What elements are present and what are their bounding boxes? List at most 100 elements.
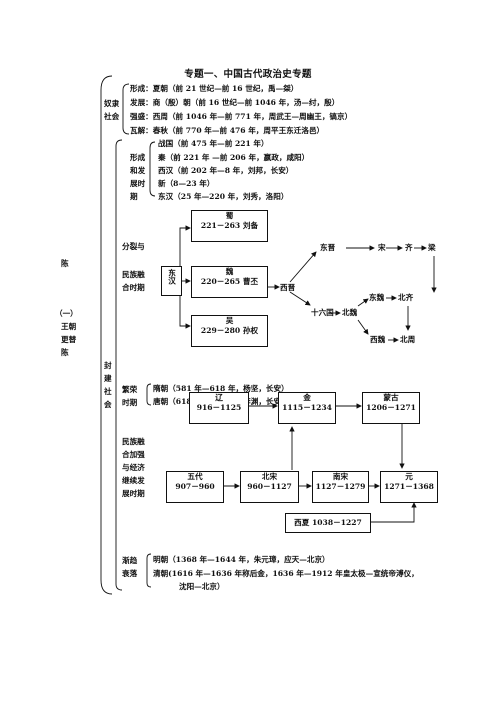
menggu-years: 1206－1271	[366, 403, 416, 412]
shu-years: 221－263 刘备	[200, 221, 259, 230]
arrow-donghan-shu	[179, 225, 191, 266]
decline-row: 明朝（1368 年—1644 年，朱元璋，应天—北京）	[153, 555, 330, 564]
dongwei-label: 东魏	[369, 293, 385, 302]
wu-years: 229－280 孙权	[200, 326, 259, 335]
prosper-label: 时期	[122, 398, 138, 407]
beiqi-label: 北齐	[398, 293, 414, 302]
beiwei-label: 北魏	[342, 308, 358, 317]
slave-row: 形成：夏朝（前 21 世纪—前 16 世纪，禹—桀）	[130, 84, 299, 93]
decline-label: 衰落	[122, 569, 138, 578]
xijin-label: 西晋	[280, 283, 296, 292]
menggu-box: 蒙古 1206－1271	[362, 392, 420, 424]
beisong-name: 北宋	[261, 472, 278, 481]
slave-row: 强盛：西周（前 1046 年—前 771 年，周武王—周幽王，镐京）	[130, 112, 353, 121]
feudal-label: 会	[104, 400, 112, 409]
jin-box: 金 1115－1234	[278, 392, 336, 424]
arrow-xijin-shiliuguo	[289, 291, 311, 306]
left-label-chen: 陈	[61, 259, 69, 268]
qi-label: 齐	[405, 243, 413, 252]
ethnic-label: 民族融	[122, 437, 145, 446]
feudal-label: 建	[104, 374, 112, 383]
prosper-row: 隋朝（581 年—618 年，杨坚，长安）	[153, 384, 289, 393]
slave-bracket	[122, 83, 130, 135]
formation-row: 东汉（25 年—220 年，刘秀，洛阳）	[158, 192, 289, 201]
prosper-label: 繁荣	[122, 385, 138, 394]
nansong-box: 南宋 1127－1279	[312, 471, 369, 503]
liang-label: 梁	[428, 243, 436, 252]
wudai-name: 五代	[187, 472, 203, 481]
ethnic-label: 展时期	[122, 489, 145, 498]
split-label: 民族融	[122, 270, 145, 279]
wei-years: 220－265 曹丕	[200, 277, 259, 286]
outer-bracket	[100, 75, 113, 595]
decline-row: 沈阳—北京）	[179, 582, 225, 591]
wu-box: 吴 229－280 孙权	[191, 315, 268, 347]
formation-label: 展时	[130, 179, 146, 188]
nansong-years: 1127－1279	[315, 482, 366, 491]
prosper-bracket	[146, 383, 152, 406]
decline-label: 渐趋	[122, 556, 138, 565]
formation-label: 期	[130, 192, 138, 201]
arrow-xijin-dongjin	[289, 251, 317, 283]
split-label: 合时期	[122, 283, 145, 292]
dongjin-label: 东晋	[320, 243, 336, 252]
feudal-label: 社	[104, 387, 112, 396]
ethnic-label: 合加强	[122, 450, 145, 459]
xixia-label: 西夏 1038－1227	[294, 518, 362, 527]
page-title: 专题一、中国古代政治史专题	[184, 69, 312, 80]
slave-label-1: 奴隶	[104, 99, 120, 108]
ethnic-label: 继续发	[122, 476, 145, 485]
yuan-name: 元	[405, 472, 413, 481]
donghan-box: 东汉	[161, 266, 182, 296]
arrow-beiwei-xiwei	[357, 319, 369, 335]
liao-box: 辽 916－1125	[189, 392, 249, 424]
liao-name: 辽	[215, 393, 223, 402]
formation-label: 形成	[130, 153, 146, 162]
arrow-xixia-yuan	[370, 502, 417, 523]
formation-row: 西汉（前 202 年—8 年，刘邦，长安）	[158, 166, 294, 175]
donghan-label: 东汉	[167, 269, 177, 285]
menggu-name: 蒙古	[383, 393, 399, 402]
beisong-years: 960－1127	[247, 482, 292, 491]
slave-label-2: 社会	[104, 112, 120, 121]
nansong-name: 南宋	[332, 472, 349, 481]
jin-name: 金	[303, 393, 311, 402]
shiliuguo-label: 十六国	[311, 308, 334, 317]
jin-years: 1115－1234	[282, 403, 332, 412]
ethnic-label: 与经济	[122, 463, 145, 472]
split-label: 分裂与	[122, 242, 145, 251]
shu-name: 蜀	[225, 211, 234, 220]
formation-row: 战国（前 475 年—前 221 年）	[158, 139, 269, 148]
feudal-bracket	[115, 139, 123, 591]
arrow-donghan-wu	[179, 294, 191, 329]
slave-row: 瓦解：春秋（前 770 年—前 476 年，周平王东迁洛邑）	[130, 126, 325, 135]
left-label-2: 王朝	[61, 322, 77, 331]
wudai-box: 五代 907－960	[166, 471, 224, 503]
decline-bracket	[146, 553, 152, 588]
left-label-1: （一）	[55, 309, 78, 318]
liao-years: 916－1125	[196, 403, 242, 412]
beizhou-label: 北周	[400, 335, 416, 344]
wudai-years: 907－960	[175, 482, 215, 491]
formation-label: 和发	[130, 166, 146, 175]
xixia-box: 西夏 1038－1227	[285, 513, 371, 533]
wu-name: 吴	[225, 316, 234, 325]
slave-row: 发展：商（殷）朝（前 16 世纪—前 1046 年，汤—纣，殷）	[130, 98, 340, 107]
decline-row: 清朝(1616 年—1636 年称后金，1636 年—1912 年皇太极—宣统帝…	[153, 569, 419, 578]
yuan-years: 1271－1368	[384, 482, 434, 491]
wei-box: 魏 220－265 曹丕	[191, 266, 268, 298]
yuan-box: 元 1271－1368	[380, 471, 438, 503]
arrow-beiwei-dongwei	[357, 298, 369, 307]
formation-bracket	[149, 141, 156, 197]
shu-box: 蜀 221－263 刘备	[191, 210, 268, 242]
left-label-3: 更替	[61, 335, 77, 344]
beisong-box: 北宋 960－1127	[240, 471, 299, 503]
formation-row: 秦（前 221 年 —前 206 年，嬴政，咸阳）	[158, 153, 310, 162]
feudal-label: 封	[104, 361, 112, 370]
xiwei-label: 西魏	[370, 335, 386, 344]
wei-name: 魏	[225, 267, 234, 276]
left-label-4: 陈	[61, 348, 69, 357]
formation-row: 新（8—23 年）	[158, 179, 215, 188]
song-label: 宋	[378, 243, 386, 252]
